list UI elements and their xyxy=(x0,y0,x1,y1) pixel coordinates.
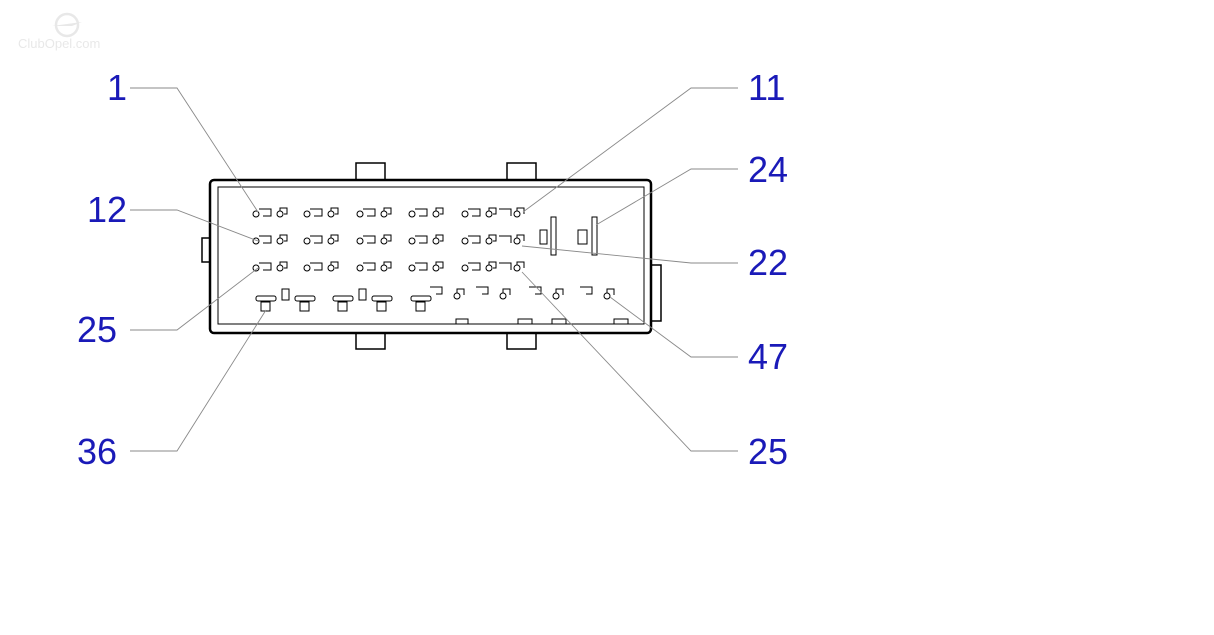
watermark-text: ClubOpel.com xyxy=(18,36,100,51)
keying-slot xyxy=(577,229,588,245)
leader-pin-36 xyxy=(130,309,267,452)
terminal-contact xyxy=(408,264,416,272)
terminal-contact xyxy=(303,210,311,218)
pin-label-25-right: 25 xyxy=(748,431,788,472)
terminal-slot xyxy=(310,235,323,244)
terminal-contact xyxy=(252,210,260,218)
leader-lines xyxy=(130,87,738,452)
keying-slot xyxy=(281,288,290,301)
terminal-slot xyxy=(456,288,465,295)
terminal-slot xyxy=(435,234,444,242)
blade-terminal xyxy=(371,295,393,302)
terminal-slot xyxy=(330,207,339,215)
terminal-slot xyxy=(502,288,511,295)
blade-socket xyxy=(376,301,387,312)
terminal-contact xyxy=(408,237,416,245)
terminal-slot xyxy=(529,286,542,295)
terminal-slot xyxy=(279,234,288,242)
terminal-slot xyxy=(499,262,512,270)
terminal-contact xyxy=(356,210,364,218)
terminal-slot xyxy=(415,208,428,217)
terminal-slot xyxy=(415,262,428,271)
terminal-slot xyxy=(488,207,497,215)
terminal-slot xyxy=(415,235,428,244)
terminal-slot xyxy=(516,234,525,241)
terminal-slot xyxy=(363,208,376,217)
terminal-slot xyxy=(363,235,376,244)
leader-pin-25-left xyxy=(130,267,259,331)
pin-label-25-left: 25 xyxy=(77,309,117,350)
pin-label-11: 11 xyxy=(748,67,785,108)
terminal-contact xyxy=(461,210,469,218)
terminal-slot xyxy=(383,261,392,269)
terminal-contact xyxy=(356,264,364,272)
terminal-slot xyxy=(310,262,323,271)
watermark: ClubOpel.com xyxy=(18,12,100,51)
leader-pin-22 xyxy=(521,245,738,264)
terminal-slot xyxy=(259,235,272,244)
pin-label-22: 22 xyxy=(748,242,788,283)
terminal-slot xyxy=(468,208,481,217)
terminal-slot xyxy=(499,235,512,243)
leader-pin-1 xyxy=(130,87,259,213)
terminal-contact xyxy=(461,264,469,272)
terminal-slot xyxy=(383,234,392,242)
blade-terminal xyxy=(410,295,432,302)
leader-pin-12 xyxy=(130,209,259,242)
terminal-contact xyxy=(408,210,416,218)
terminal-slot xyxy=(435,207,444,215)
pin-label-1: 1 xyxy=(107,67,127,108)
pin-label-24: 24 xyxy=(748,149,788,190)
terminal-slot xyxy=(259,262,272,271)
blade-socket xyxy=(299,301,310,312)
leader-pin-25-right xyxy=(521,271,738,452)
terminal-contact xyxy=(303,264,311,272)
terminal-contact xyxy=(252,264,260,272)
blade-socket xyxy=(415,301,426,312)
terminal-slot xyxy=(468,235,481,244)
blade-socket xyxy=(337,301,348,312)
terminal-slot xyxy=(476,286,489,295)
terminal-slot xyxy=(488,234,497,242)
pin-labels: 1 12 25 36 11 24 22 47 25 xyxy=(77,67,788,472)
keying-slot xyxy=(358,288,367,301)
pin-label-12: 12 xyxy=(87,189,127,230)
terminal-contact xyxy=(356,237,364,245)
terminal-slot xyxy=(363,262,376,271)
terminal-slot xyxy=(330,261,339,269)
leader-pin-24 xyxy=(595,168,738,226)
terminal-slot xyxy=(383,207,392,215)
terminal-slot xyxy=(580,286,593,295)
terminal-slot xyxy=(279,207,288,215)
blade-terminal xyxy=(255,295,277,302)
pin-label-36: 36 xyxy=(77,431,117,472)
terminal-slot xyxy=(468,262,481,271)
terminal-slot xyxy=(555,288,564,295)
blade-terminal xyxy=(332,295,354,302)
terminal-slot xyxy=(488,261,497,269)
terminal-slot xyxy=(435,261,444,269)
terminal-slot xyxy=(516,261,525,268)
terminal-slot xyxy=(499,208,512,216)
keying-slot xyxy=(539,229,548,245)
leader-pin-11 xyxy=(522,87,738,213)
tall-terminal xyxy=(591,216,598,256)
connector-housing xyxy=(201,162,662,350)
terminal-slot xyxy=(430,286,443,295)
leader-pin-47 xyxy=(609,296,738,358)
terminal-cavities xyxy=(252,207,615,312)
terminal-slot xyxy=(259,208,272,217)
terminal-contact xyxy=(303,237,311,245)
terminal-contact xyxy=(252,237,260,245)
opel-logo-icon xyxy=(52,12,82,38)
tall-terminal xyxy=(550,216,557,256)
blade-terminal xyxy=(294,295,316,302)
terminal-slot xyxy=(279,261,288,269)
terminal-slot xyxy=(330,234,339,242)
pin-label-47: 47 xyxy=(748,336,788,377)
terminal-slot xyxy=(310,208,323,217)
terminal-slot xyxy=(606,288,615,295)
terminal-contact xyxy=(461,237,469,245)
